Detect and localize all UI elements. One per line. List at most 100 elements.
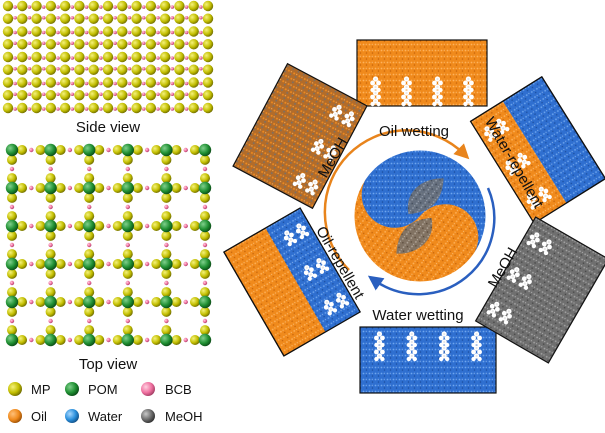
mp-sphere (189, 145, 200, 155)
mp-sphere (55, 221, 66, 231)
mp-sphere (112, 335, 123, 345)
mp-sphere (35, 297, 46, 307)
simulation-cycle: Oil wetting Water wetting Water-repellen… (223, 39, 605, 394)
bcb-sphere (106, 223, 111, 229)
mp-sphere (200, 249, 210, 260)
mp-sphere (200, 268, 210, 279)
mp-sphere (7, 268, 17, 279)
side-view-label: Side view (76, 119, 140, 136)
pom-sphere (5, 143, 19, 157)
mp-sphere (188, 39, 199, 50)
bcb-sphere (113, 66, 117, 71)
mp-sphere (131, 77, 142, 88)
mp-sphere (202, 64, 214, 75)
bcb-sphere (144, 185, 150, 191)
mp-sphere (31, 64, 42, 75)
mp-sphere (45, 249, 56, 260)
pom-sphere (121, 257, 134, 271)
mp-sphere (200, 173, 210, 184)
pom-sphere (5, 181, 19, 195)
mp-sphere (122, 287, 133, 298)
bcb-sphere (48, 166, 53, 172)
mp-sphere (145, 13, 157, 24)
water-sphere-icon (65, 409, 79, 423)
pom-sphere (160, 295, 173, 309)
mp-sphere (161, 249, 172, 260)
box-meoh-upper-left (232, 62, 368, 210)
bcb-sphere (184, 56, 189, 60)
bcb-sphere (70, 56, 75, 60)
bcb-sphere (9, 242, 15, 248)
box-water-wetting (359, 326, 497, 394)
mp-sphere (188, 77, 199, 88)
bcb-sphere (106, 299, 111, 305)
mp-sphere (74, 183, 85, 193)
bcb-sphere (84, 15, 89, 20)
pom-sphere (83, 295, 96, 309)
mp-sphere (131, 90, 142, 101)
mp-sphere (45, 325, 56, 336)
mp-sphere (31, 102, 42, 114)
box-oil-repellent (223, 207, 361, 357)
bcb-sphere (87, 242, 92, 248)
mp-sphere (117, 77, 128, 88)
bcb-sphere (48, 280, 53, 286)
bcb-sphere (202, 166, 208, 172)
mp-sphere (88, 13, 99, 24)
legend-label-water: Water (88, 409, 123, 424)
mp-sphere (45, 77, 57, 88)
mp-sphere (188, 13, 199, 24)
bcb-sphere (41, 66, 46, 71)
bcb-sphere (156, 92, 160, 97)
mp-sphere (145, 102, 157, 114)
mp-sphere (74, 51, 85, 63)
pom-sphere (83, 143, 96, 157)
mp-sphere (7, 154, 17, 165)
mp-sphere (84, 249, 95, 260)
mp-sphere (7, 306, 17, 317)
mp-sphere (161, 192, 172, 203)
mp-sphere (2, 90, 14, 101)
bcb-sphere (67, 223, 73, 229)
mp-sphere (17, 183, 28, 193)
bcb-sphere (48, 318, 53, 324)
mp-sphere (88, 90, 99, 101)
pom-sphere (160, 143, 173, 157)
mp-sphere (31, 39, 42, 50)
mp-sphere (2, 26, 14, 37)
mp-sphere (7, 211, 17, 222)
mp-sphere (17, 51, 28, 63)
mp-sphere (200, 211, 210, 222)
bcb-sphere (183, 337, 188, 343)
mp-sphere (200, 306, 210, 317)
mp-sphere (94, 259, 105, 269)
mp-sphere (174, 0, 185, 12)
top-view-label: Top view (79, 356, 138, 373)
bcb-sphere (27, 66, 32, 71)
mp-sphere (94, 221, 105, 231)
pom-sphere (160, 181, 173, 195)
mp-sphere (131, 51, 142, 63)
bcb-sphere (70, 107, 75, 111)
mp-sphere (2, 77, 14, 88)
mp-sphere (74, 259, 85, 269)
bcb-sphere (99, 56, 103, 60)
bcb-sphere (127, 30, 132, 35)
mp-sphere (132, 221, 143, 231)
mp-sphere (17, 102, 28, 114)
mp-sphere (188, 51, 199, 63)
bcb-sphere (199, 15, 203, 20)
mp-sphere (161, 287, 172, 298)
mp-sphere (74, 13, 85, 24)
bcb-sphere (156, 66, 160, 71)
mp-sphere (59, 51, 71, 63)
bcb-sphere (27, 5, 32, 9)
mp-sphere (174, 102, 185, 114)
mp-sphere (45, 268, 56, 279)
bcb-sphere (106, 261, 111, 267)
mp-sphere (35, 145, 46, 155)
mp-sphere (31, 13, 42, 24)
bcb-sphere (13, 81, 17, 86)
bcb-sphere (184, 66, 189, 71)
